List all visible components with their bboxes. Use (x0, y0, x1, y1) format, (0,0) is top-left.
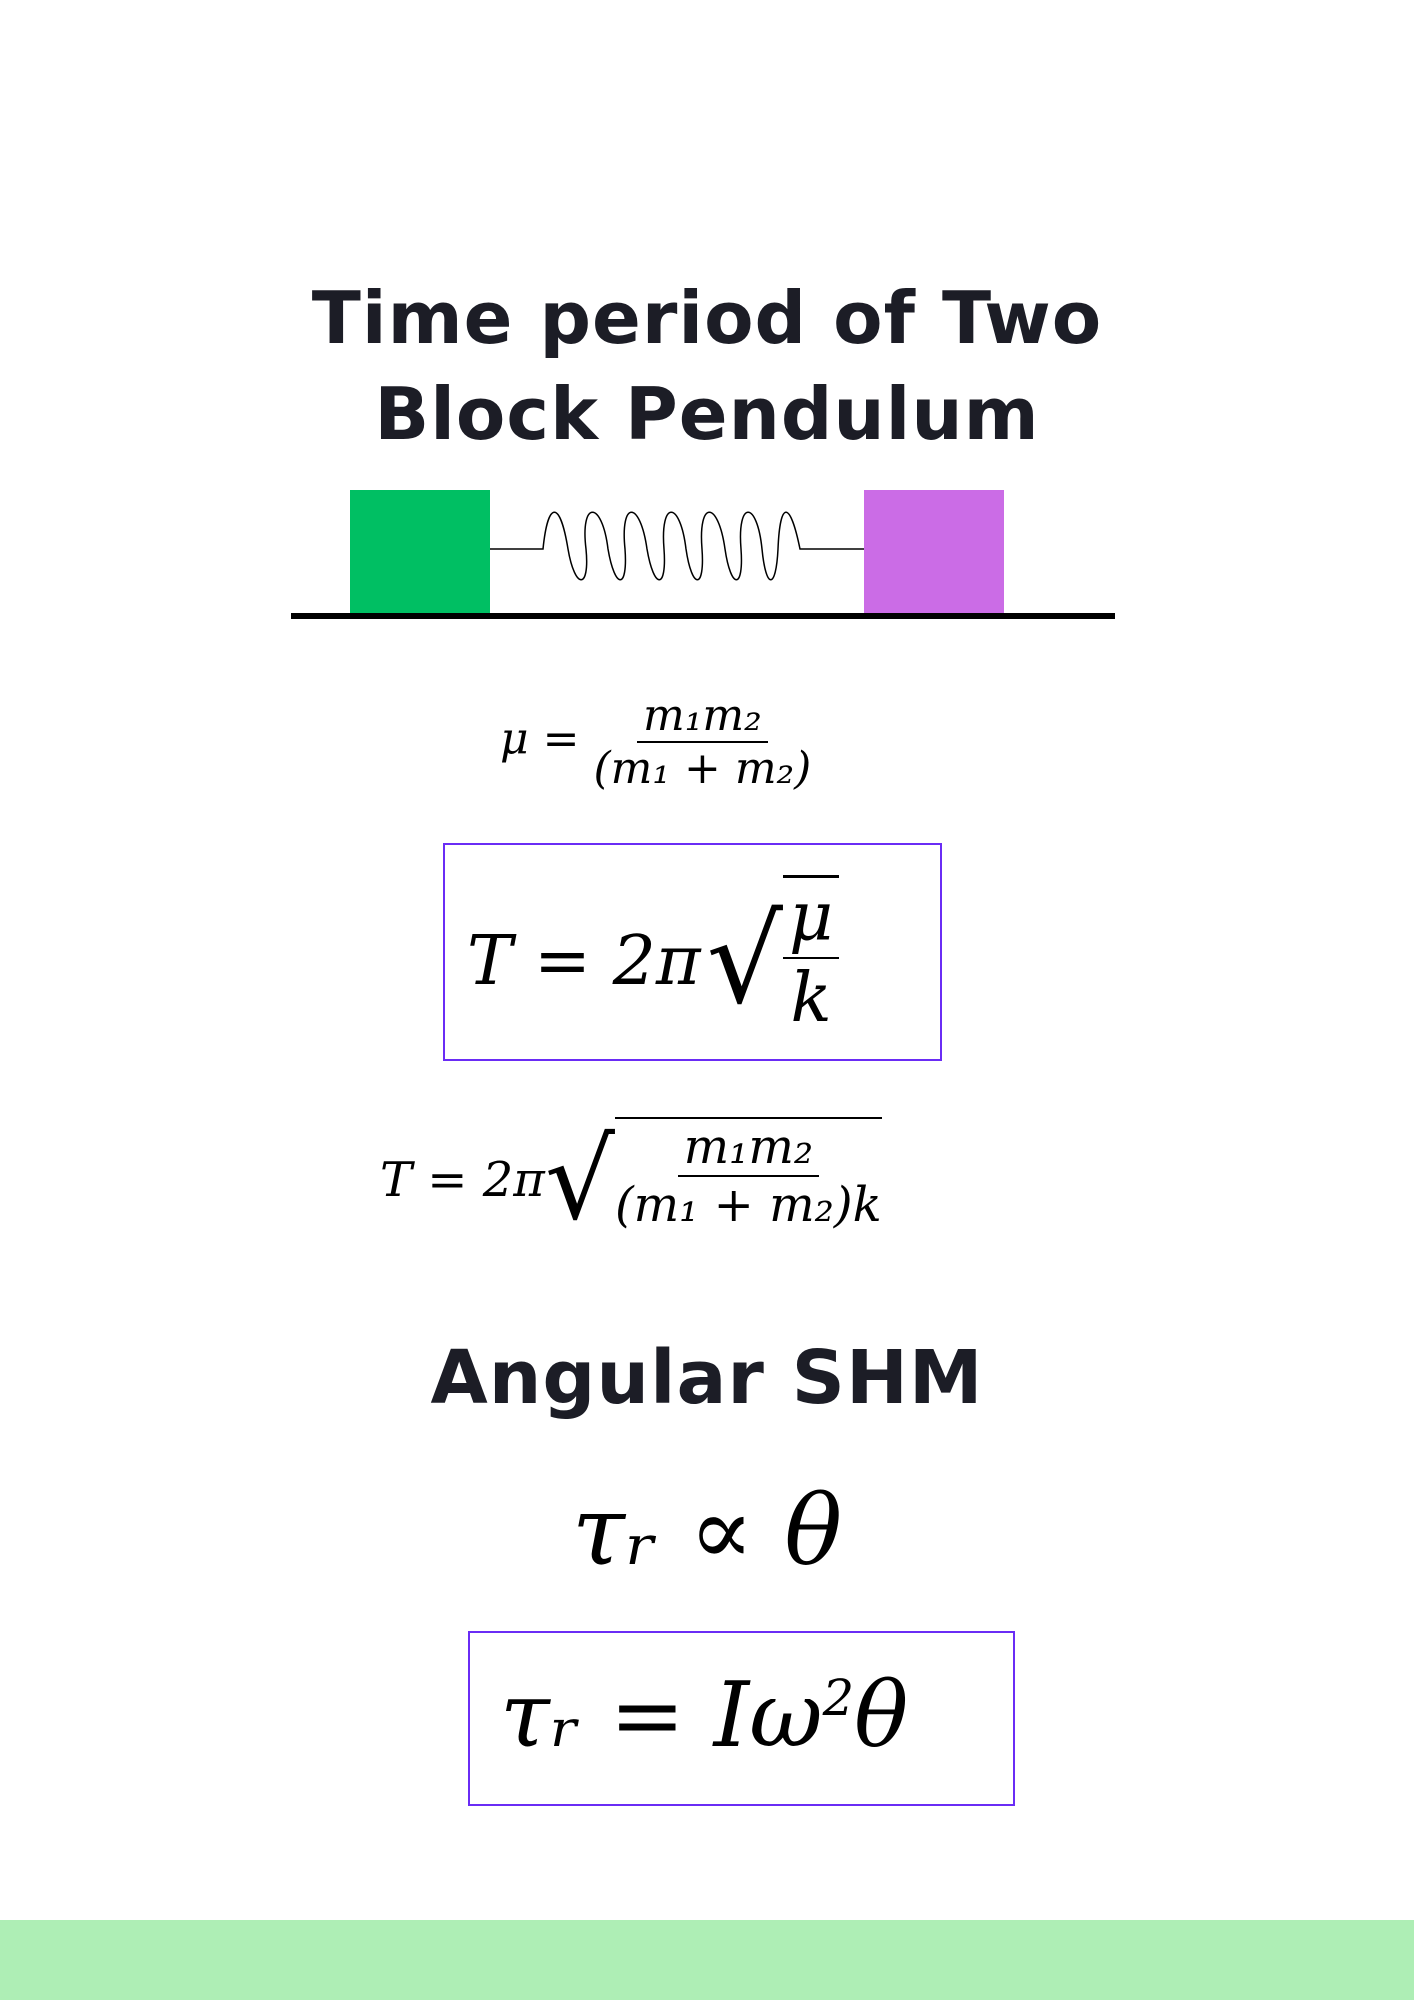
title-line-2: Block Pendulum (374, 372, 1040, 456)
eq3-fraction: m₁m₂(m₁ + m₂)k (614, 1117, 882, 1233)
block-2 (864, 490, 1004, 613)
page-title: Time period of Two Block Pendulum (0, 270, 1414, 462)
eq2-den: k (790, 959, 832, 1038)
eq5-sup: 2 (822, 1669, 855, 1727)
eq3-den: (m₁ + m₂)k (614, 1177, 882, 1233)
eq1-num: m₁m₂ (637, 690, 768, 743)
title-line-1: Time period of Two (311, 276, 1103, 360)
expanded-period-equation: T = 2π √ m₁m₂(m₁ + m₂)k (380, 1116, 882, 1244)
eq3-lhs: T = 2π (380, 1152, 545, 1208)
boxed-torque-equation: τᵣ = Iω2θ (468, 1631, 1015, 1806)
footer-bar (0, 1920, 1414, 2000)
two-block-spring-diagram (291, 490, 1115, 619)
section-heading: Angular SHM (430, 1335, 984, 1421)
eq1-den: (m₁ + m₂) (593, 743, 812, 794)
spring (490, 511, 864, 581)
block-1 (350, 490, 490, 613)
eq5-lhs: τᵣ = Iω (500, 1663, 823, 1768)
eq5-rhs: θ (854, 1663, 909, 1768)
sqrt-icon: √ (544, 1116, 615, 1244)
eq1-fraction: m₁m₂(m₁ + m₂) (593, 690, 811, 794)
eq3-num: m₁m₂ (677, 1119, 820, 1177)
eq1-lhs: μ = (500, 713, 580, 765)
torque-proportional-equation: τᵣ ∝ θ (571, 1475, 843, 1587)
eq2-lhs: T = 2π (467, 922, 701, 1001)
eq2-num: μ (783, 878, 840, 959)
reduced-mass-equation: μ = m₁m₂(m₁ + m₂) (500, 690, 811, 794)
ground-line (291, 613, 1115, 619)
sqrt-icon: √ (706, 891, 783, 1031)
